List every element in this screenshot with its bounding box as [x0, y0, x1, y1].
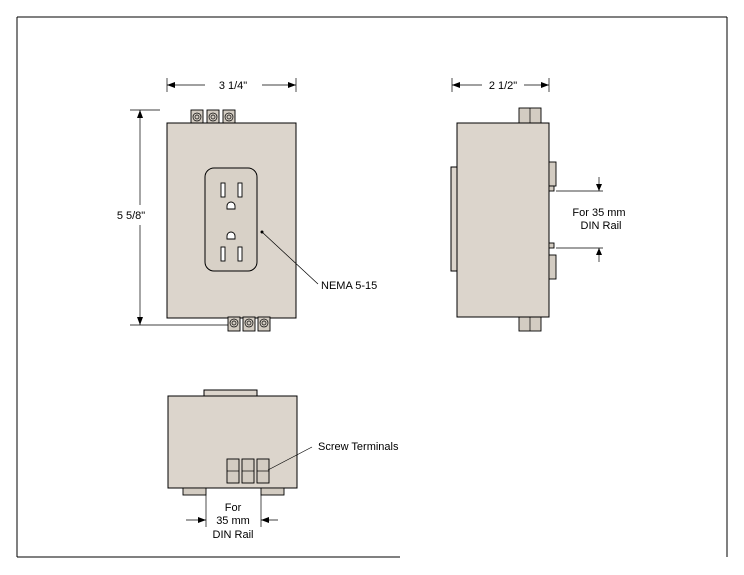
side-din-label-line2: DIN Rail	[581, 220, 622, 232]
front-view	[130, 78, 319, 332]
side-housing	[456, 122, 550, 318]
nema-leader-line	[261, 231, 319, 285]
bottom-din-label-line1: For	[225, 502, 242, 514]
bottom-din-label-line3: DIN Rail	[213, 529, 254, 541]
side-view	[450, 78, 603, 332]
side-depth-label: 2 1/2"	[489, 80, 517, 92]
bottom-screw-terminals	[226, 458, 270, 484]
front-bottom-screw-terminals	[227, 316, 271, 332]
bottom-din-label-line2: 35 mm	[216, 515, 250, 527]
terminals-leader-line	[267, 446, 313, 471]
front-width-dimension	[166, 78, 297, 92]
nema-receptacle	[204, 167, 258, 272]
bottom-din-rail-dimension	[186, 495, 278, 527]
front-width-label: 3 1/4"	[219, 80, 247, 92]
side-din-rail-dimension	[556, 177, 603, 262]
side-din-label-line1: For 35 mm	[572, 207, 625, 219]
nema-label: NEMA 5-15	[321, 280, 377, 292]
bottom-view	[167, 389, 313, 527]
side-depth-dimension	[451, 78, 550, 92]
drawing-frame	[16, 16, 728, 558]
front-top-screw-terminals	[190, 109, 236, 125]
screw-terminals-label: Screw Terminals	[318, 441, 399, 453]
front-height-label: 5 5/8"	[117, 210, 145, 222]
front-height-dimension	[130, 109, 228, 326]
